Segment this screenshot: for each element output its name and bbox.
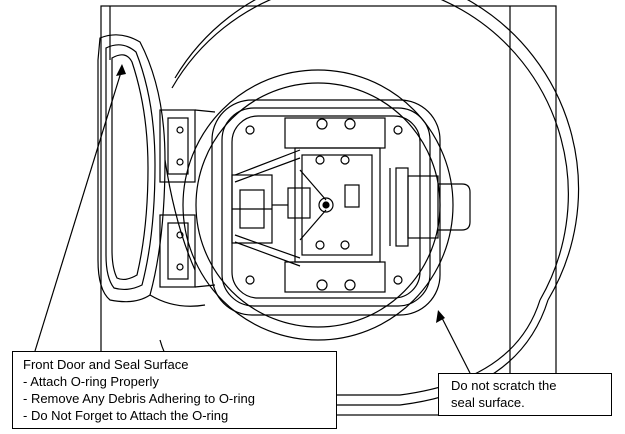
seal-surface-callout-line: seal surface.: [451, 395, 525, 410]
leader-line-door: [34, 68, 123, 352]
front-door-callout-item: - Do Not Forget to Attach the O-ring: [23, 408, 229, 423]
front-door: [97, 34, 206, 307]
front-door-callout: Front Door and Seal Surface - Attach O-r…: [12, 351, 337, 429]
front-door-callout-title: Front Door and Seal Surface: [23, 357, 189, 372]
front-door-callout-item: - Attach O-ring Properly: [23, 374, 159, 389]
chamber-opening: [182, 69, 454, 341]
side-port: [389, 167, 471, 247]
leader-line-seal: [441, 317, 471, 374]
seal-flange: [159, 0, 580, 406]
leader-lines: [34, 64, 471, 374]
leader-arrowhead-door: [116, 64, 126, 76]
seal-surface-callout: Do not scratch the seal surface.: [438, 373, 612, 416]
stage-mechanism: [231, 117, 386, 293]
front-door-callout-item: - Remove Any Debris Adhering to O-ring: [23, 391, 255, 406]
seal-surface-callout-line: Do not scratch the: [451, 378, 557, 393]
leader-arrowhead-seal: [436, 310, 445, 323]
door-hinges: [159, 109, 216, 288]
